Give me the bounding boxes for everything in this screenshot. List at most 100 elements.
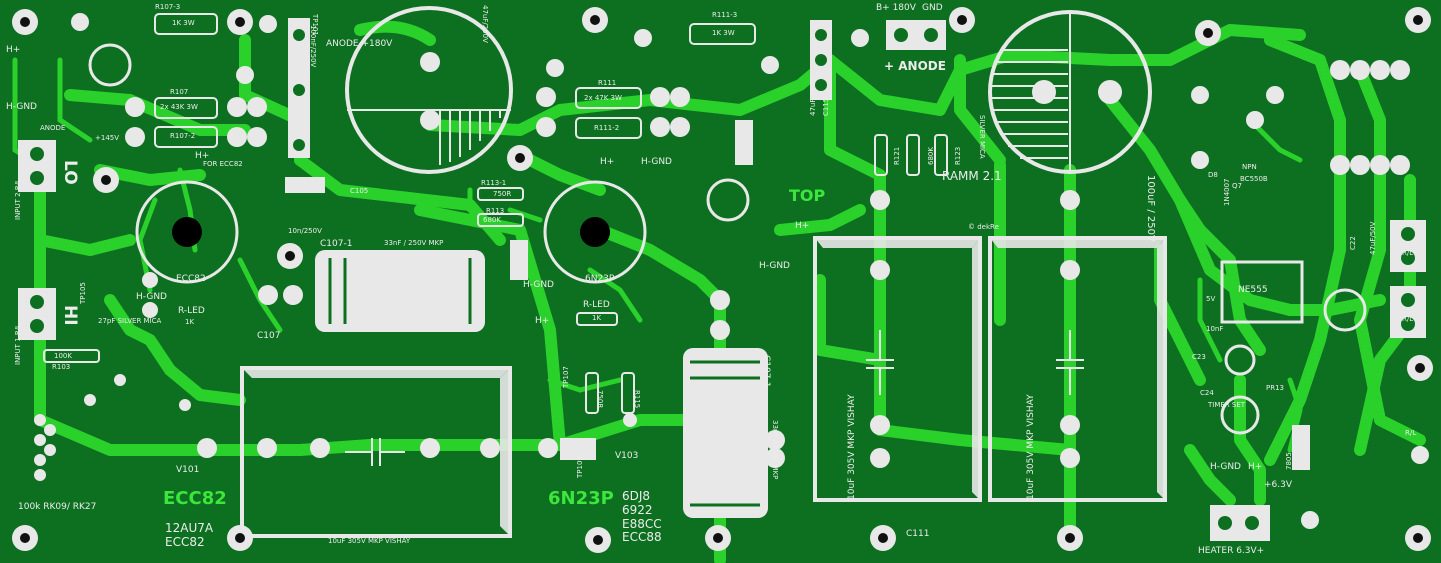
tp107-label: TP107 [562, 366, 570, 388]
h-plus-label: H+ [6, 45, 21, 55]
anode-180-label: ANODE +180V [326, 39, 393, 49]
r123-label: R123 [954, 146, 962, 165]
top-label: TOP [789, 186, 826, 205]
10nf-label: 10nF [1206, 325, 1224, 333]
h-gnd-label-3: H-GND [523, 280, 554, 290]
heater-label: HEATER 6.3V+ [1198, 546, 1265, 556]
bc550b-label: BC550B [1240, 175, 1268, 183]
h-gnd-label-2: H-GND [136, 292, 167, 302]
for-ecc82-label: FOR ECC82 [203, 160, 243, 168]
anode-small-label: ANODE [40, 124, 66, 132]
axial-cap-detail [328, 258, 760, 507]
r113-label: R113 [486, 207, 505, 215]
c105-value: 10n/250V [288, 227, 322, 235]
plus-145-label: +145V [95, 134, 120, 142]
r-led-label-2: R-LED [583, 300, 610, 310]
h-plus-label-3: H+ [600, 157, 615, 167]
c111-value: 10uF 305V MKP VISHAY [847, 394, 857, 500]
h-gnd-label-6: H-GND [1210, 462, 1241, 472]
c109-value: 10uF 305V MKP VISHAY [328, 537, 411, 545]
c113-mica-label: SILVER MICA [978, 115, 986, 159]
r107-label: R107 [170, 88, 189, 96]
resistor-outlines [43, 13, 948, 414]
h-plus-label-5: H+ [535, 316, 550, 326]
h-gnd-label-4: H-GND [641, 157, 672, 167]
c107-1-label: C107-1 [320, 239, 353, 249]
cap-c113-outline [988, 10, 1152, 174]
ne555-label: NE555 [1238, 285, 1268, 295]
mounting-holes [12, 7, 1433, 553]
b-plus-label: B+ 180V [876, 3, 916, 13]
c107-1-value: 33nF / 250V MKP [384, 239, 444, 247]
c111-label: C111 [906, 529, 930, 539]
7805-label: 7805 [1285, 452, 1293, 470]
tp109-label: TP109 [576, 456, 584, 478]
plus-6v3-label: +6.3V [1264, 480, 1293, 490]
c22-label: C22 [1349, 236, 1357, 250]
skull-markers [71, 13, 869, 84]
silver-mica-label: 27pF SILVER MICA [98, 317, 162, 325]
board-author: © dekRe [968, 223, 999, 231]
pr13-label: PR13 [1266, 384, 1284, 392]
timer-set-label: TIMER SET [1208, 401, 1246, 409]
r-led-1k-label: 1K [185, 318, 195, 326]
board-title: RAMM 2.1 [942, 169, 1002, 183]
cap-symbols [345, 330, 1084, 466]
c107-1b-value: 33nF / 250V MKP [771, 420, 779, 480]
ne555-chip [1220, 260, 1304, 324]
r111-3-label: R111-3 [712, 11, 738, 19]
input2-label: INPUT 2 R/L [14, 179, 22, 220]
rl-label-2: R/L [1402, 315, 1414, 323]
r121-label: R121 [893, 146, 901, 165]
ecc82-alt-label: 12AU7A ECC82 [165, 521, 214, 549]
ecc82-big-label: ECC82 [163, 488, 227, 509]
c107-label: C107 [257, 331, 281, 341]
r103-label: R103 [52, 363, 71, 371]
6n23p-tube-label: 6N23P [585, 274, 615, 284]
v103-label: V103 [615, 451, 639, 461]
small-electrolytics [88, 43, 1367, 435]
5v-label: 5V [1206, 295, 1216, 303]
r115-label: R115 [633, 390, 641, 409]
film-cap-shading [242, 238, 1165, 536]
r113-1-label: R113-1 [481, 179, 507, 187]
h-plus-label-6: H+ [1248, 462, 1263, 472]
r111-3-value: 1K 3W [712, 29, 735, 37]
connector-holes [30, 28, 1415, 333]
r111-2-label: R111-2 [594, 124, 620, 132]
r-led-label-1: R-LED [178, 306, 205, 316]
r119-label: 680K [927, 147, 935, 165]
c22-value: 47uF/50V [1369, 221, 1377, 255]
rl-label-3: R/L [1405, 429, 1417, 437]
h-gnd-label: H-GND [6, 102, 37, 112]
c103-value: 100nF/250V [309, 25, 317, 68]
6n23p-alt-label: 6DJ8 6922 E88CC ECC88 [622, 489, 662, 545]
h-gnd-label-5: H-GND [759, 261, 790, 271]
cap-c113-hatch [990, 14, 1071, 170]
r107-value: 2x 43K 3W [160, 103, 198, 111]
h-plus-label-2: H+ [195, 151, 210, 161]
h-plus-label-4: H+ [795, 221, 810, 231]
r111-value: 2x 47K 3W [584, 94, 622, 102]
r-led-1k-label-2: 1K [592, 314, 602, 322]
c23-label: C23 [1192, 353, 1206, 361]
c107-1b-label: C107-1 [761, 355, 771, 388]
r117-label: 750R [596, 390, 604, 409]
tube-sockets [135, 180, 647, 284]
r107-3-label: R107-3 [155, 3, 181, 11]
heater-terminal-holes [1218, 516, 1259, 530]
6n23p-big-label: 6N23P [548, 488, 614, 509]
v101-label: V101 [176, 465, 200, 475]
q7-label: Q7 [1232, 182, 1242, 190]
lo-label: LO [60, 160, 80, 185]
cap-c101-outline [345, 6, 513, 174]
cap-c101-hatch [347, 109, 511, 165]
c101-value: 47uF/250V [481, 5, 489, 43]
npn-label: NPN [1242, 163, 1257, 171]
d8-label: D8 [1208, 171, 1218, 179]
pads [34, 52, 1429, 529]
c115-value: 47uF/250V [809, 78, 817, 116]
r111-label: R111 [598, 79, 617, 87]
